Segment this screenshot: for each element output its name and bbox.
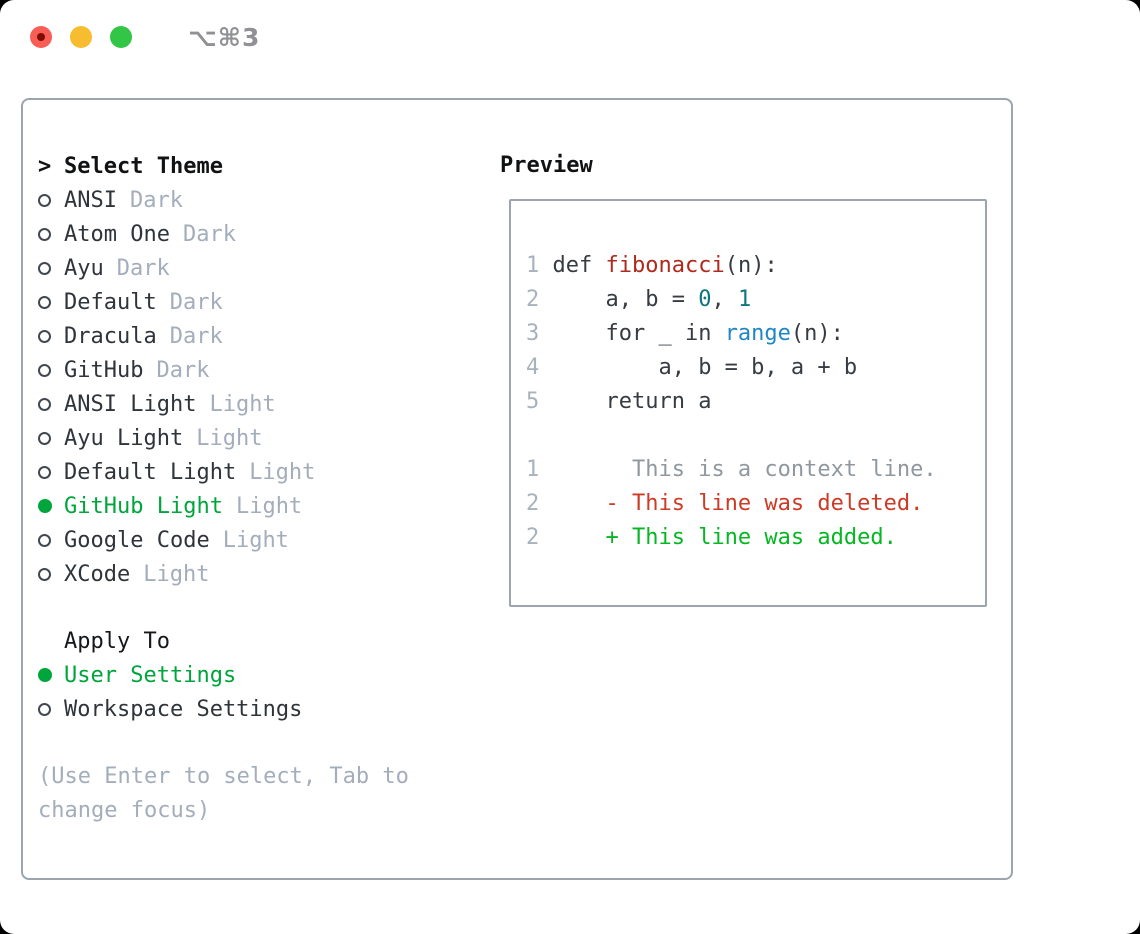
cursor-icon: > bbox=[38, 153, 52, 179]
window-title: ⌥⌘3 bbox=[188, 22, 261, 52]
apply-option-workspace-settings[interactable]: Workspace Settings bbox=[38, 692, 498, 726]
radio-selected-icon bbox=[38, 499, 52, 513]
apply-to-header: Apply To bbox=[38, 624, 498, 658]
theme-option-github-light[interactable]: GitHub Light Light bbox=[38, 489, 498, 523]
theme-variant-tag: Dark bbox=[116, 255, 170, 281]
theme-option-google-code[interactable]: Google Code Light bbox=[38, 523, 498, 557]
radio-unselected-icon bbox=[38, 363, 51, 377]
preview-box: 1 def fibonacci(n): 2 a, b = 0, 1 3 for _ … bbox=[509, 199, 987, 607]
radio-unselected-icon bbox=[38, 227, 51, 241]
radio-unselected-icon bbox=[38, 261, 51, 275]
code-line bbox=[526, 419, 985, 453]
theme-option-default[interactable]: Default Dark bbox=[38, 285, 498, 319]
theme-option-github-label: GitHub bbox=[64, 357, 144, 383]
code-line: 2 a, b = 0, 1 bbox=[526, 287, 752, 312]
code-line: 1 This is a context line. bbox=[526, 457, 937, 482]
theme-option-ayu-light-label: Ayu Light bbox=[64, 425, 184, 451]
code-line: 1 def fibonacci(n): bbox=[526, 253, 778, 278]
apply-to-title: Apply To bbox=[64, 628, 170, 654]
theme-variant-tag: Light bbox=[209, 391, 276, 417]
radio-unselected-icon bbox=[38, 702, 51, 716]
radio-unselected-icon bbox=[38, 431, 51, 445]
theme-variant-tag: Dark bbox=[129, 187, 183, 213]
close-dot-icon bbox=[37, 33, 45, 41]
close-button[interactable] bbox=[30, 26, 52, 48]
code-preview: 1 def fibonacci(n): 2 a, b = 0, 1 3 for _ … bbox=[511, 201, 985, 555]
theme-option-xcode[interactable]: XCode Light bbox=[38, 557, 498, 591]
theme-option-google-code-label: Google Code bbox=[64, 527, 210, 553]
theme-option-dracula-label: Dracula bbox=[64, 323, 157, 349]
theme-option-ansi[interactable]: ANSI Dark bbox=[38, 183, 498, 217]
theme-variant-tag: Light bbox=[143, 561, 210, 587]
theme-option-default-label: Default bbox=[64, 289, 157, 315]
select-theme-header: > Select Theme bbox=[38, 149, 498, 183]
radio-unselected-icon bbox=[38, 533, 51, 547]
title-bar: ⌥⌘3 bbox=[0, 0, 1140, 74]
theme-variant-tag: Light bbox=[235, 493, 303, 519]
theme-variant-tag: Dark bbox=[156, 357, 210, 383]
theme-variant-tag: Light bbox=[222, 527, 289, 553]
code-line: 5 return a bbox=[526, 389, 712, 414]
radio-unselected-icon bbox=[38, 465, 51, 479]
theme-option-default-light-label: Default Light bbox=[64, 459, 237, 485]
apply-option-workspace-settings-label: Workspace Settings bbox=[64, 696, 303, 722]
theme-option-ayu-label: Ayu bbox=[64, 255, 104, 281]
theme-option-default-light[interactable]: Default Light Light bbox=[38, 455, 498, 489]
theme-option-atom-one-label: Atom One bbox=[64, 221, 170, 247]
preview-title: Preview bbox=[500, 153, 593, 178]
radio-selected-icon bbox=[38, 668, 52, 682]
theme-option-ansi-label: ANSI bbox=[64, 187, 117, 213]
theme-variant-tag: Dark bbox=[169, 323, 223, 349]
theme-variant-tag: Light bbox=[249, 459, 316, 485]
theme-variant-tag: Dark bbox=[182, 221, 236, 247]
code-line: 2 - This line was deleted. bbox=[526, 491, 924, 516]
apply-option-user-settings-label: User Settings bbox=[64, 662, 237, 688]
theme-option-ansi-light[interactable]: ANSI Light Light bbox=[38, 387, 498, 421]
theme-option-xcode-label: XCode bbox=[64, 561, 131, 587]
select-theme-title: Select Theme bbox=[64, 153, 223, 179]
theme-option-github-light-label: GitHub Light bbox=[64, 493, 223, 519]
theme-option-atom-one[interactable]: Atom One Dark bbox=[38, 217, 498, 251]
theme-option-ansi-light-label: ANSI Light bbox=[64, 391, 197, 417]
theme-option-dracula[interactable]: Dracula Dark bbox=[38, 319, 498, 353]
code-line: 4 a, b = b, a + b bbox=[526, 355, 858, 380]
minimize-button[interactable] bbox=[70, 26, 92, 48]
theme-option-ayu[interactable]: Ayu Dark bbox=[38, 251, 498, 285]
radio-unselected-icon bbox=[38, 567, 51, 581]
radio-unselected-icon bbox=[38, 295, 51, 309]
code-line: 2 + This line was added. bbox=[526, 525, 897, 550]
theme-option-github[interactable]: GitHub Dark bbox=[38, 353, 498, 387]
radio-unselected-icon bbox=[38, 193, 51, 207]
radio-unselected-icon bbox=[38, 397, 51, 411]
theme-option-ayu-light[interactable]: Ayu Light Light bbox=[38, 421, 498, 455]
apply-option-user-settings[interactable]: User Settings bbox=[38, 658, 498, 692]
code-line: 3 for _ in range(n): bbox=[526, 321, 844, 346]
maximize-button[interactable] bbox=[110, 26, 132, 48]
radio-unselected-icon bbox=[38, 329, 51, 343]
theme-variant-tag: Light bbox=[196, 425, 263, 451]
hint-text: (Use Enter to select, Tab to change focu… bbox=[38, 764, 409, 823]
theme-variant-tag: Dark bbox=[169, 289, 223, 315]
